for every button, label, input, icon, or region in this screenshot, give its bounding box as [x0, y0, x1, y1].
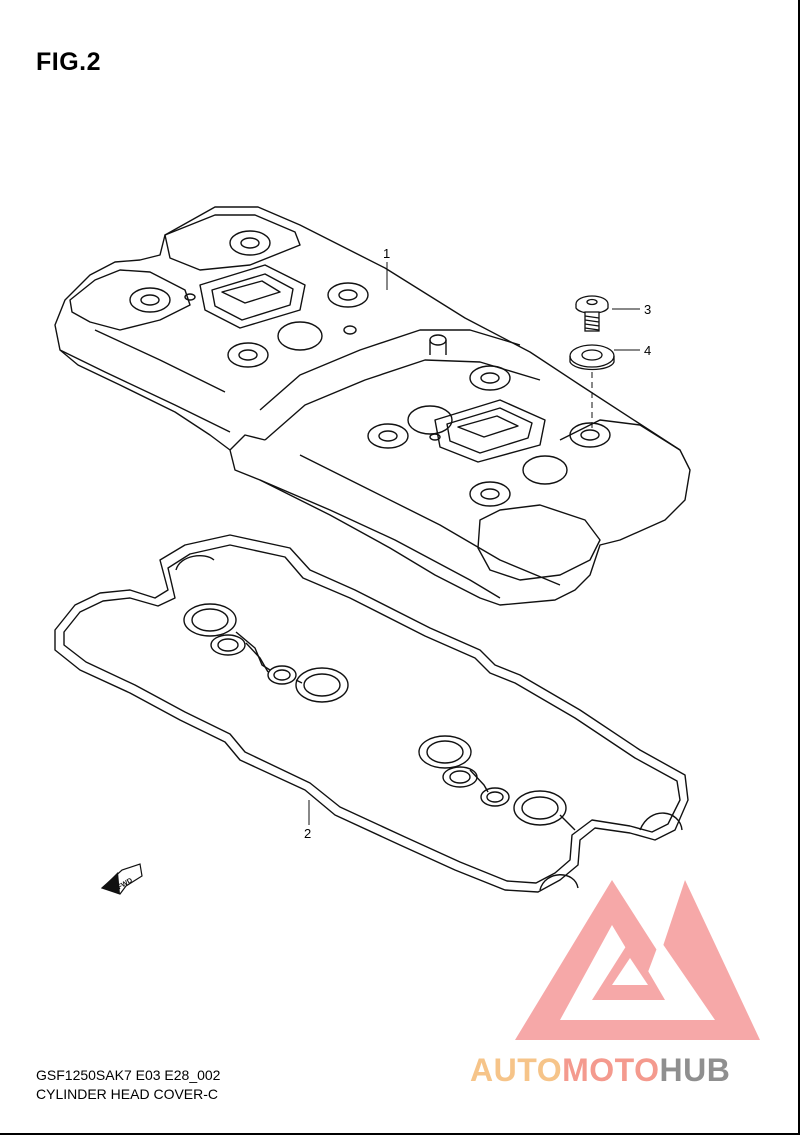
figure-title: FIG.2 — [36, 48, 102, 76]
bolt-bosses — [129, 230, 611, 507]
washer-grommet — [569, 344, 615, 371]
leader-lines — [308, 262, 640, 825]
watermark-auto: AUTO — [470, 1052, 563, 1088]
diagram-code: GSF1250SAK7 E03 E28_002 — [36, 1067, 221, 1083]
callout-1: 1 — [383, 246, 390, 261]
callout-4: 4 — [644, 343, 651, 358]
cover-gasket — [54, 534, 689, 893]
callout-2: 2 — [304, 826, 311, 841]
fwd-arrow-icon: FWD — [100, 863, 143, 895]
watermark-text: AUTOMOTOHUB — [470, 1052, 730, 1089]
cylinder-head-cover — [54, 206, 691, 606]
watermark-moto: MOTO — [562, 1052, 660, 1088]
breather-box-left — [199, 264, 306, 329]
callout-3: 3 — [644, 302, 651, 317]
cover-bolt — [575, 295, 609, 332]
breather-box-right — [434, 399, 546, 463]
watermark-hub: HUB — [659, 1052, 731, 1088]
diagram-name: CYLINDER HEAD COVER-C — [36, 1086, 219, 1102]
watermark-logo — [515, 880, 760, 1040]
